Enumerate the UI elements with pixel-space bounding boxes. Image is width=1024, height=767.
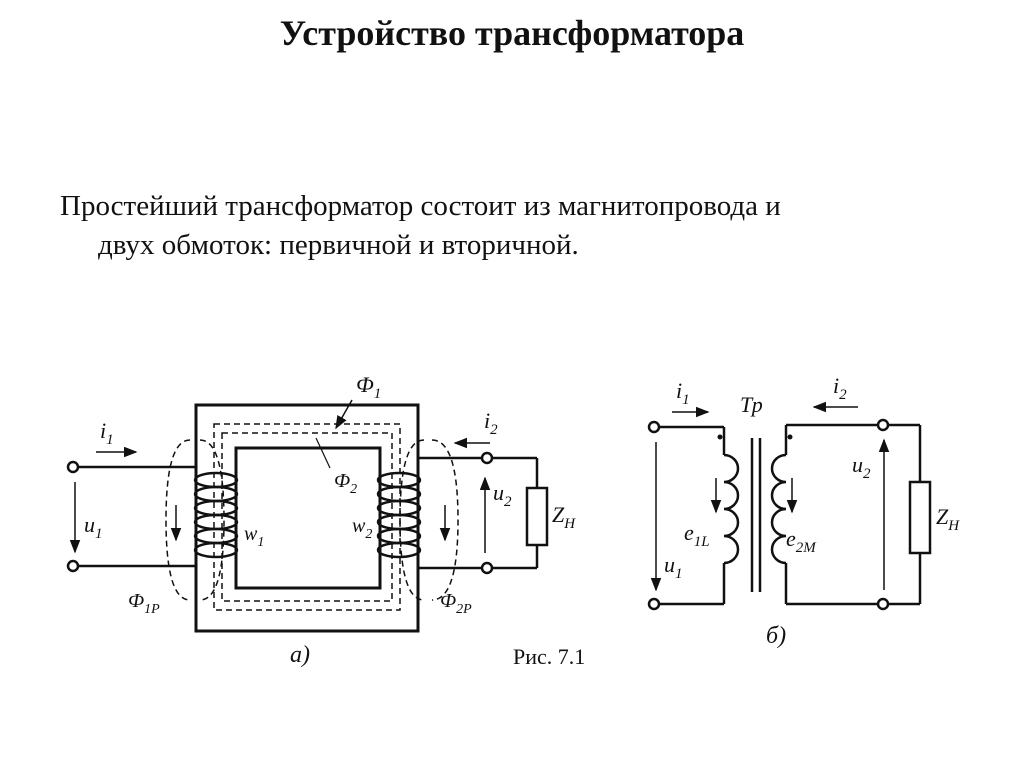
polarity-dot-1 [717, 434, 723, 440]
load-resistor-b [908, 480, 932, 555]
flux2-pointer [315, 437, 331, 469]
label-load-a: ZH [552, 502, 576, 532]
label-e1: e1L [684, 520, 710, 550]
figure-caption: Рис. 7.1 [513, 644, 585, 669]
label-i2-b: i2 [833, 373, 847, 403]
main-flux-path [213, 423, 401, 611]
label-w2: w2 [352, 515, 372, 542]
description-line-1: Простейший трансформатор состоит из магн… [60, 190, 781, 222]
description-line-2: двух обмоток: первичной и вторичной. [98, 229, 579, 261]
label-load-b: ZH [936, 504, 960, 534]
label-i1-b: i1 [676, 378, 690, 408]
figure-a [66, 399, 549, 633]
secondary-leads [418, 451, 539, 575]
caption-a: а) [290, 642, 310, 668]
label-i2-a: i2 [484, 408, 498, 438]
label-u2-b: u2 [852, 452, 871, 482]
primary-winding [193, 471, 239, 559]
figure-a-labels: i1 u1 w1 w2 Ф1 Ф2 Ф1P Ф2P i2 u2 ZH а) Ри… [84, 372, 585, 669]
label-flux1p: Ф1P [128, 590, 160, 617]
label-flux2p: Ф2P [440, 590, 472, 617]
label-e2: e2M [786, 526, 817, 556]
label-i1-a: i1 [100, 418, 114, 448]
primary-circuit [647, 420, 740, 611]
label-u2-a: u2 [493, 480, 512, 510]
secondary-circuit [770, 418, 922, 611]
slide-title: Устройство трансформатора [279, 13, 745, 53]
leakage-flux-2-inner [399, 439, 425, 601]
description-text: Простейший трансформатор состоит из магн… [60, 187, 980, 265]
leakage-flux-1 [165, 439, 191, 601]
figure-b-labels: i1 Тр i2 u1 e1L e2M u2 ZH б) [664, 373, 960, 649]
label-tr: Тр [740, 392, 763, 417]
label-flux2: Ф2 [334, 470, 357, 497]
flux1-pointer [335, 399, 353, 430]
label-flux1: Ф1 [356, 372, 381, 402]
primary-leads [66, 460, 196, 573]
load-resistor-a [525, 486, 549, 547]
leakage-flux-1-inner [199, 439, 225, 601]
caption-b: б) [766, 623, 786, 649]
label-u1-a: u1 [84, 512, 103, 542]
leakage-flux-2 [431, 439, 459, 601]
label-w1: w1 [244, 523, 264, 550]
secondary-winding [376, 471, 422, 559]
figure-b [647, 401, 932, 611]
polarity-dot-2 [787, 434, 793, 440]
label-u1-b: u1 [664, 552, 683, 582]
